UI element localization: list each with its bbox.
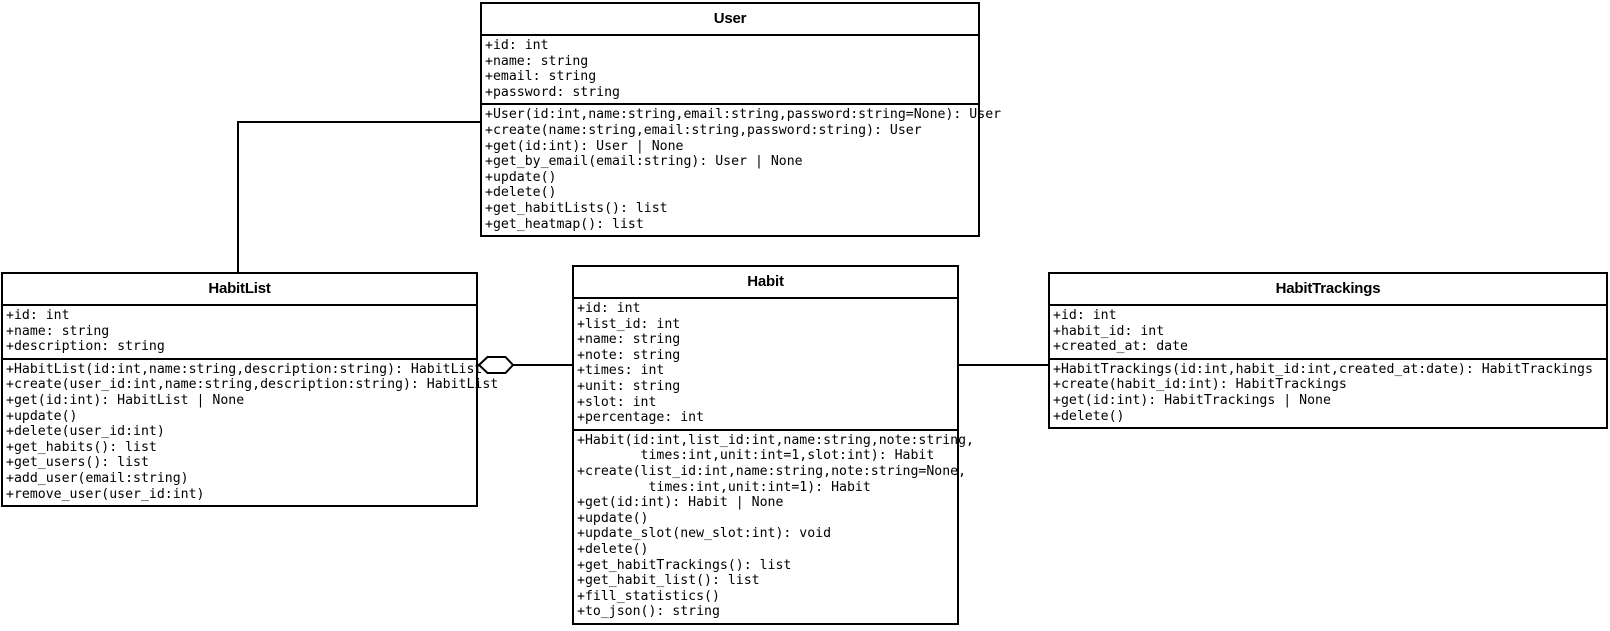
edge-user-habitlist-vertical — [237, 121, 239, 273]
method-row: +update_slot(new_slot:int): void — [577, 526, 832, 542]
attribute-row: +email: string — [485, 69, 597, 85]
attribute-row: +id: int — [577, 301, 641, 316]
edge-user-habitlist-horizontal — [237, 121, 481, 123]
class-title-habittrackings: HabitTrackings — [1050, 274, 1606, 306]
method-row: +Habit(id:int,list_id:int,name:string,no… — [577, 432, 974, 448]
class-attributes-habitlist: +id: int +name: string +description: str… — [3, 306, 476, 360]
class-title-habit: Habit — [574, 267, 957, 299]
attribute-row: +list_id: int — [577, 316, 681, 332]
method-row: +get_heatmap(): list — [485, 216, 644, 232]
method-row: +get(id:int): HabitList | None — [6, 392, 245, 408]
class-attributes-habit: +id: int +list_id: int +name: string +no… — [574, 299, 957, 431]
attribute-row: +password: string — [485, 84, 620, 100]
edge-habitlist-habit — [477, 364, 573, 366]
attribute-row: +id: int — [485, 38, 549, 53]
attribute-row: +id: int — [1053, 308, 1117, 323]
method-row: +create(habit_id:int): HabitTrackings — [1053, 377, 1347, 393]
class-attributes-user: +id: int +name: string +email: string +p… — [482, 36, 978, 106]
method-row: +delete() — [1053, 408, 1125, 424]
attribute-row: +note: string — [577, 347, 681, 363]
method-row: +update() — [485, 169, 557, 185]
method-row: +HabitTrackings(id:int,habit_id:int,crea… — [1053, 361, 1593, 377]
method-row: +get(id:int): HabitTrackings | None — [1053, 392, 1331, 408]
method-row: +remove_user(user_id:int) — [6, 486, 205, 502]
method-row: +get(id:int): User | None — [485, 138, 684, 154]
class-box-habitlist[interactable]: HabitList +id: int +name: string +descri… — [1, 272, 499, 508]
attribute-row: +name: string — [6, 323, 110, 339]
attribute-row: +id: int — [6, 308, 70, 323]
class-methods-habit: +Habit(id:int,list_id:int,name:string,no… — [574, 431, 974, 623]
attribute-row: +times: int — [577, 363, 665, 379]
attribute-row: +habit_id: int — [1053, 323, 1165, 339]
method-row: +delete() — [577, 541, 649, 557]
method-row: +delete(user_id:int) — [6, 424, 165, 440]
method-row: +update() — [577, 510, 649, 526]
class-methods-habittrackings: +HabitTrackings(id:int,habit_id:int,crea… — [1050, 360, 1606, 427]
method-row: +get_by_email(email:string): User | None — [485, 154, 803, 170]
method-row: +get_users(): list — [6, 455, 149, 471]
method-row: +get_habitTrackings(): list — [577, 557, 792, 573]
attribute-row: +slot: int — [577, 394, 657, 410]
attribute-row: +description: string — [6, 339, 165, 355]
attribute-row: +percentage: int — [577, 410, 705, 426]
method-row: +User(id:int,name:string,email:string,pa… — [485, 107, 1002, 123]
class-box-habittrackings[interactable]: HabitTrackings +id: int +habit_id: int +… — [1048, 272, 1608, 430]
attribute-row: +unit: string — [577, 378, 681, 394]
method-row: +get(id:int): Habit | None — [577, 495, 784, 511]
attribute-row: +created_at: date — [1053, 339, 1188, 355]
method-row: +HabitList(id:int,name:string,descriptio… — [6, 361, 483, 377]
class-title-user: User — [482, 4, 978, 36]
edge-habit-habittrackings — [957, 364, 1050, 366]
method-row: +get_habitLists(): list — [485, 200, 668, 216]
attribute-row: +name: string — [485, 53, 589, 69]
class-title-habitlist: HabitList — [3, 274, 476, 306]
class-box-user[interactable]: User +id: int +name: string +email: stri… — [480, 2, 1002, 238]
aggregation-diamond-icon — [478, 356, 514, 374]
method-row: +get_habits(): list — [6, 439, 157, 455]
method-row: +delete() — [485, 185, 557, 201]
class-methods-user: +User(id:int,name:string,email:string,pa… — [482, 105, 1002, 235]
method-row: times:int,unit:int=1): Habit — [577, 479, 871, 495]
method-row: +create(name:string,email:string,passwor… — [485, 122, 922, 138]
method-row: times:int,unit:int=1,slot:int): Habit — [577, 448, 935, 464]
attribute-row: +name: string — [577, 332, 681, 348]
method-row: +fill_statistics() — [577, 588, 720, 604]
method-row: +create(list_id:int,name:string,note:str… — [577, 463, 967, 479]
method-row: +add_user(email:string) — [6, 470, 189, 486]
method-row: +get_habit_list(): list — [577, 573, 760, 589]
method-row: +to_json(): string — [577, 604, 720, 620]
class-attributes-habittrackings: +id: int +habit_id: int +created_at: dat… — [1050, 306, 1606, 360]
class-methods-habitlist: +HabitList(id:int,name:string,descriptio… — [3, 360, 499, 505]
method-row: +create(user_id:int,name:string,descript… — [6, 377, 499, 393]
method-row: +update() — [6, 408, 78, 424]
class-box-habit[interactable]: Habit +id: int +list_id: int +name: stri… — [572, 265, 974, 625]
